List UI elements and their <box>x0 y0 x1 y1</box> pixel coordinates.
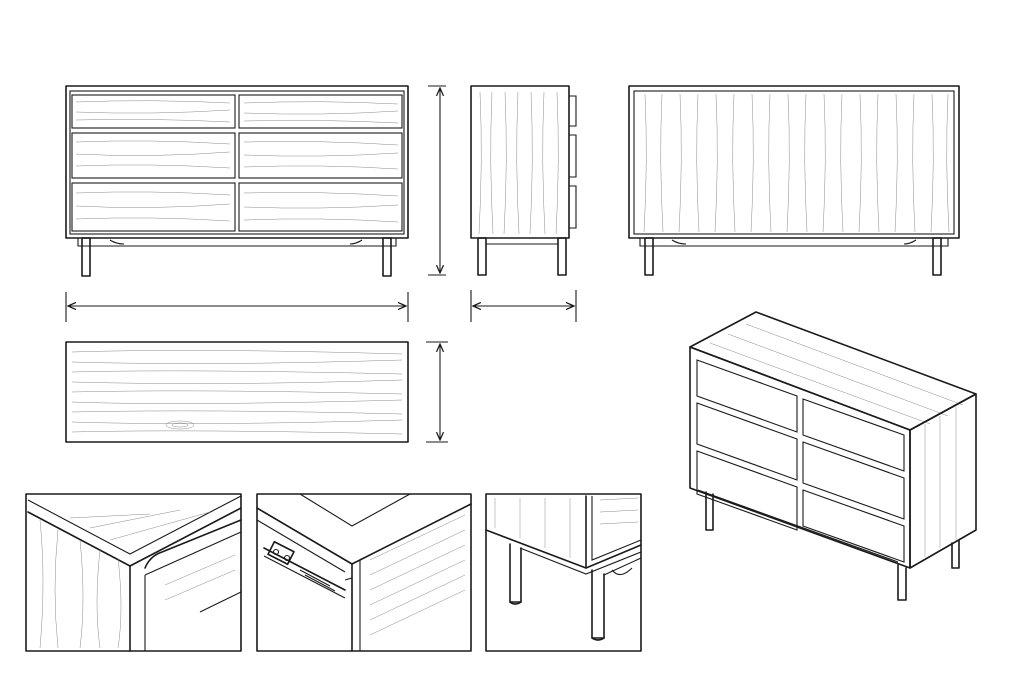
top-wood-grain <box>71 350 403 435</box>
side-wood-grain <box>478 91 559 235</box>
corner-grain <box>39 509 236 649</box>
rear-wood-grain <box>643 93 950 233</box>
front-drawer-grid <box>71 94 403 232</box>
slide-grain <box>369 514 466 636</box>
front-base-and-legs <box>77 237 397 277</box>
iso-top-grain <box>709 323 964 425</box>
corner-edge-detail <box>25 493 242 652</box>
side-elevation-view <box>470 85 577 276</box>
iso-side-grain <box>924 407 957 557</box>
front-wood-grain <box>75 100 399 223</box>
leg-detail-grain <box>494 497 639 558</box>
leg-base-detail <box>485 493 642 652</box>
front-elevation-view <box>65 85 409 277</box>
top-plan-view <box>65 341 409 443</box>
width-dimension-line <box>65 292 409 322</box>
isometric-view <box>689 311 977 601</box>
depth-dimension-line <box>470 290 577 322</box>
iso-drawers <box>696 359 905 563</box>
drawer-slide-rail <box>263 540 346 599</box>
leg-detail-legs <box>509 543 605 641</box>
plan-depth-dimension-line <box>426 341 448 443</box>
drawer-slide-detail <box>256 493 472 652</box>
rear-elevation-view <box>628 85 960 276</box>
height-dimension-line <box>428 85 446 276</box>
